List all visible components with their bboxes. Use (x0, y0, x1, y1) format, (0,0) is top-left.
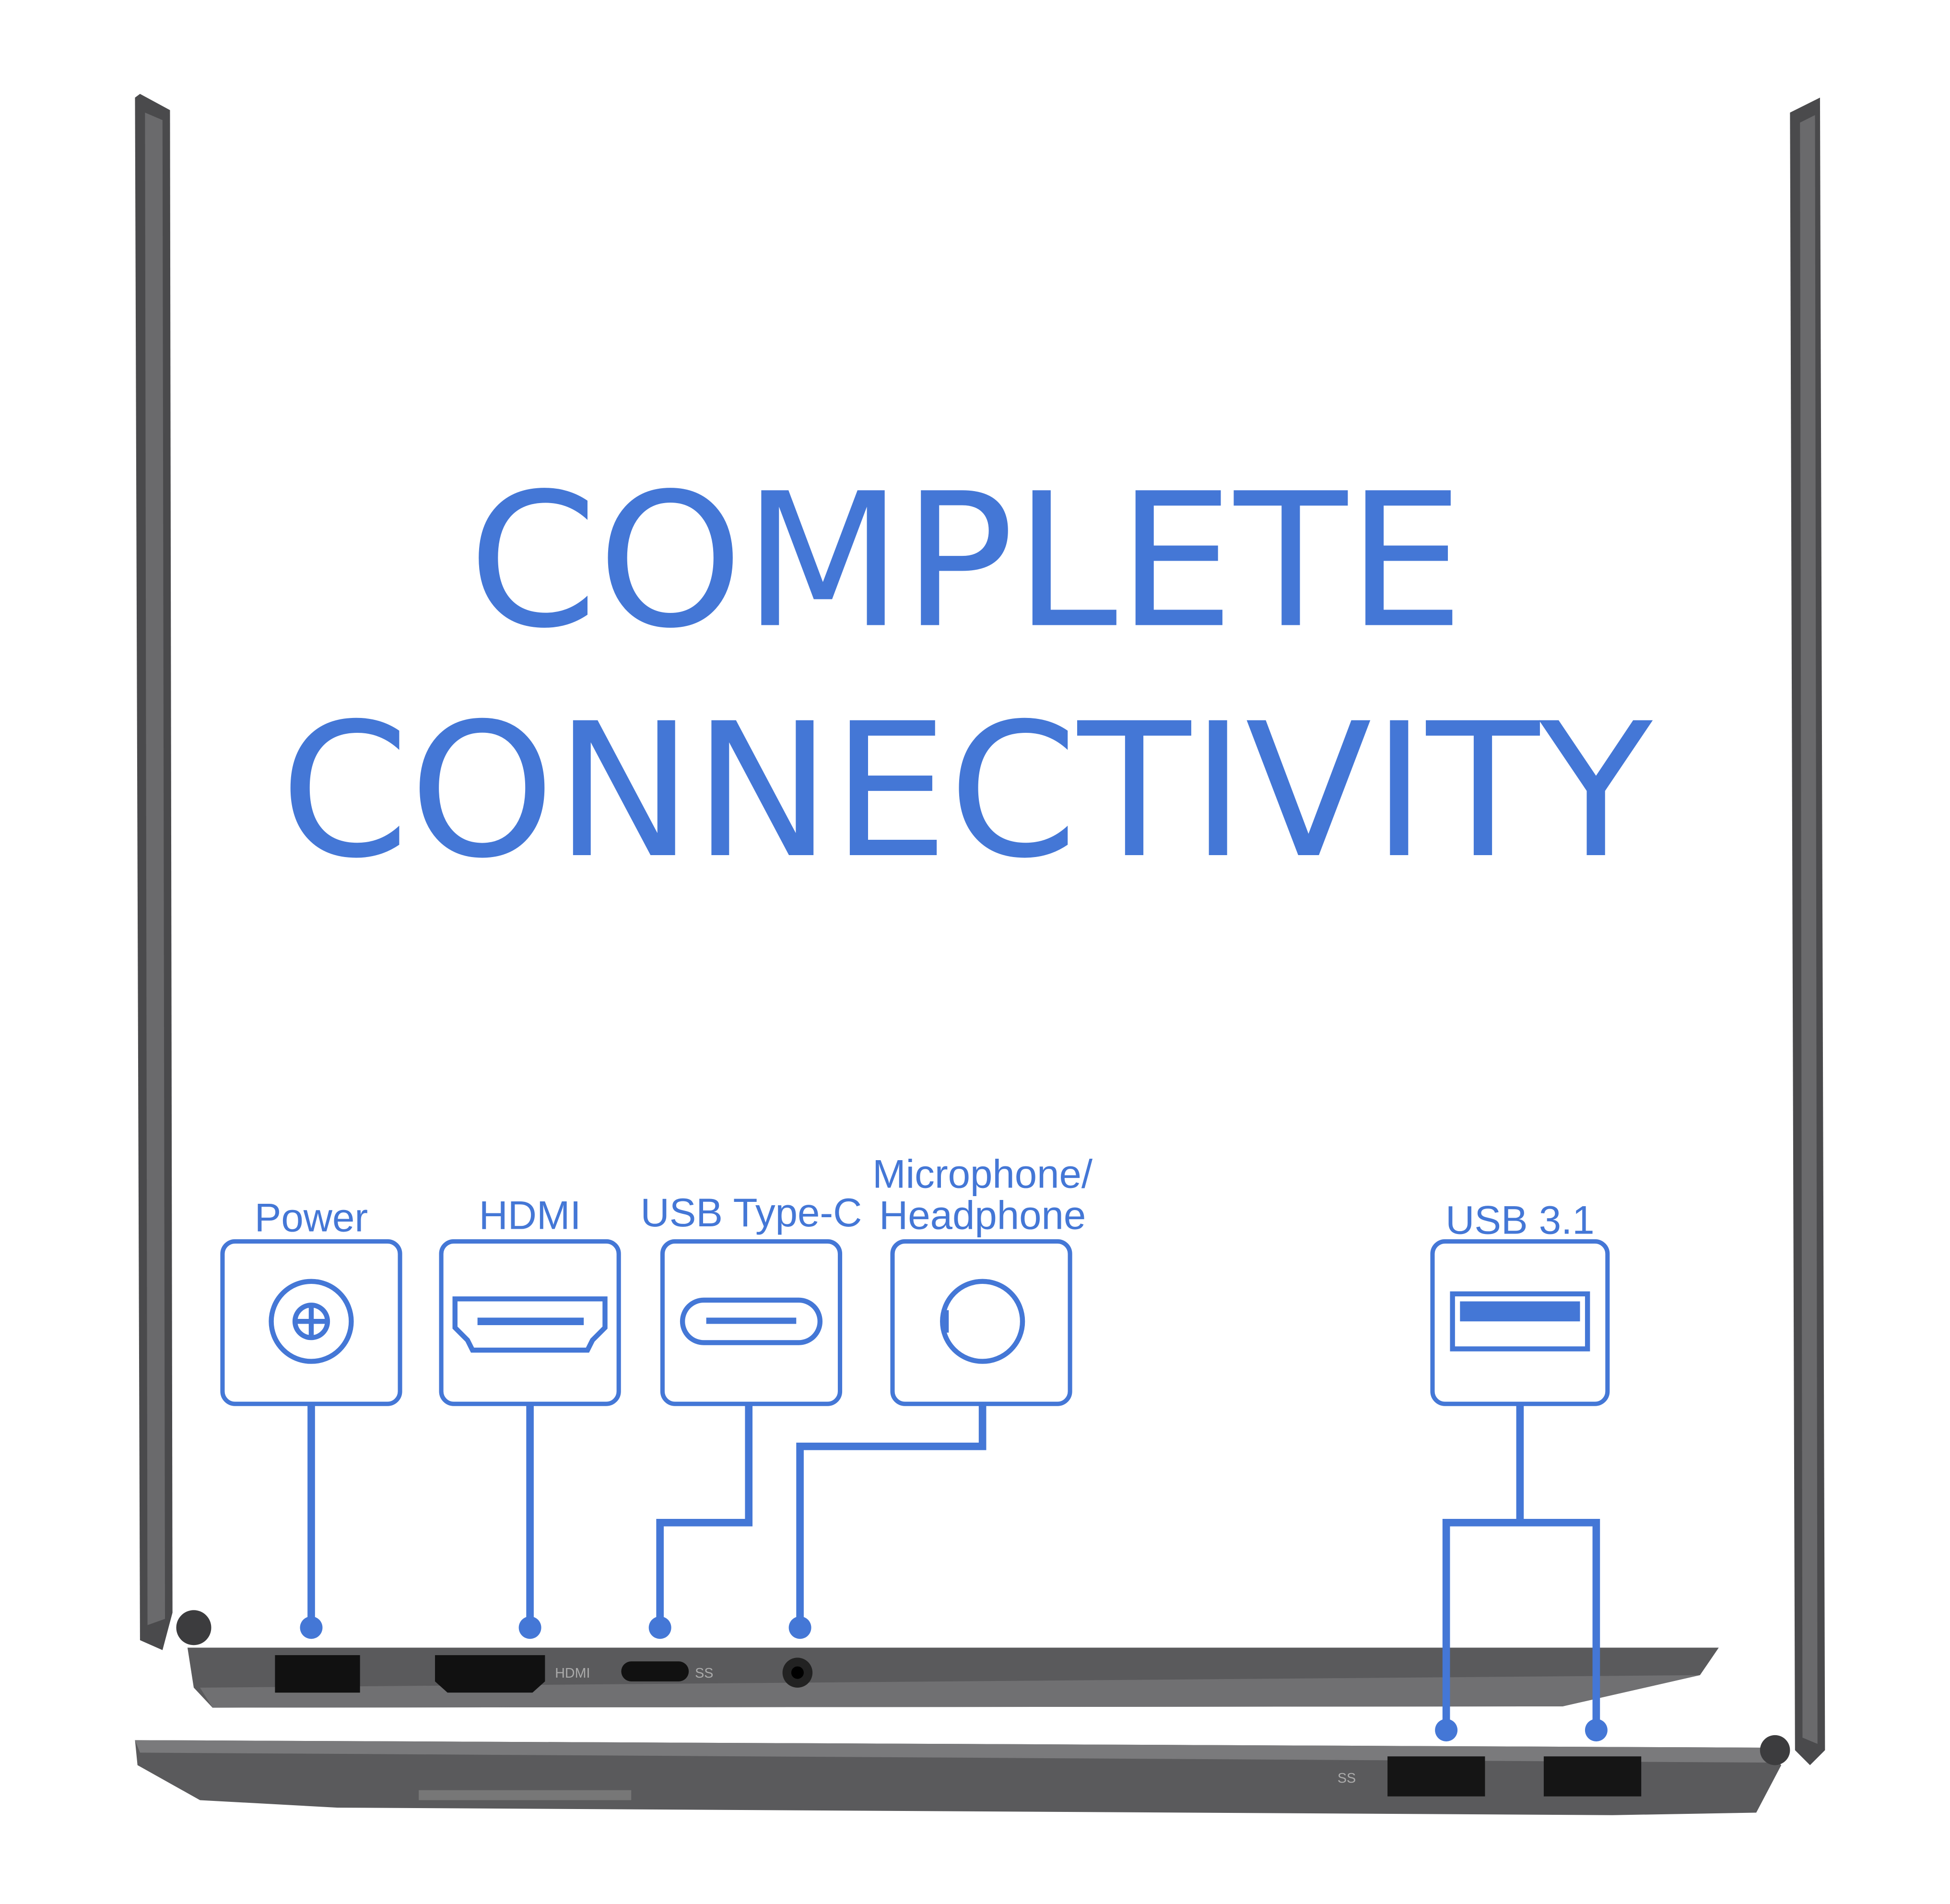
usb-c-port (621, 1661, 689, 1681)
port-callout-usb-3-1: USB 3.1 (1430, 1198, 1610, 1741)
port-label: HDMI (479, 1193, 581, 1237)
headline-line1: COMPLETE (469, 453, 1464, 669)
hdmi-port (435, 1655, 545, 1693)
port-label: Power (255, 1196, 368, 1240)
port-callout-usb-c: USB Type-C (640, 1190, 862, 1639)
port-label-line2: Headphone (879, 1193, 1086, 1237)
headline-line2: CONNECTIVITY (280, 683, 1655, 899)
power-port (275, 1655, 360, 1693)
port-callout-hdmi: HDMI (439, 1193, 621, 1639)
hdmi-marking: HDMI (555, 1666, 590, 1681)
audio-jack-icon (940, 1279, 1025, 1364)
port-callout-power: Power (220, 1196, 402, 1639)
ss-marking: SS (695, 1666, 713, 1681)
laptop-lid-left (135, 94, 173, 1650)
port-label: USB 3.1 (1445, 1198, 1595, 1243)
hdmi-icon (452, 1296, 608, 1353)
ss-marking-2: SS (1338, 1771, 1356, 1786)
laptop-base-right-side: SS (135, 1735, 1790, 1815)
laptop-base-left-side: HDMI SS (176, 1610, 1719, 1708)
port-label-line1: Microphone/ (872, 1152, 1093, 1196)
laptop-lid-right (1790, 97, 1825, 1765)
port-label: USB Type-C (640, 1190, 862, 1235)
usb-a-port-2 (1543, 1756, 1642, 1797)
usb-c-icon (680, 1297, 823, 1345)
usb-a-icon (1450, 1291, 1590, 1352)
port-callout-audio: Microphone/ Headphone (788, 1152, 1093, 1639)
usb-a-port-1 (1387, 1756, 1485, 1797)
power-jack-icon (269, 1279, 354, 1364)
